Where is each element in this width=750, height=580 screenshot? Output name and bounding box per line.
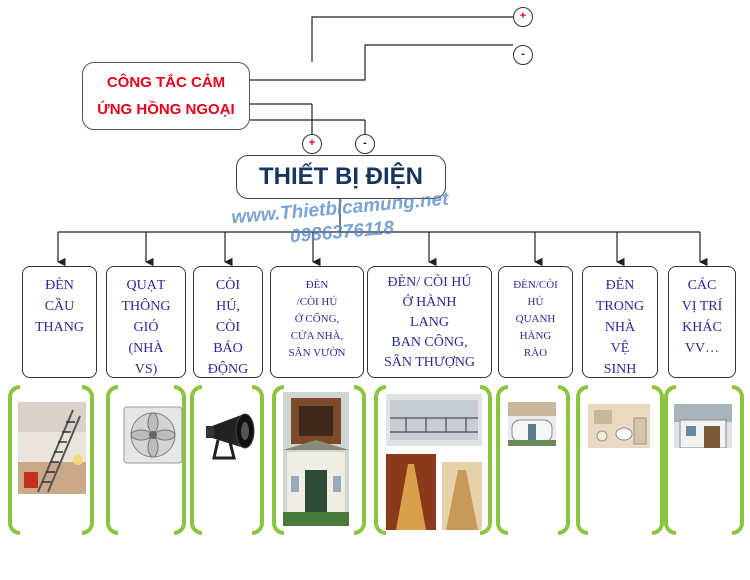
bracket-right-5: [480, 385, 492, 535]
category-other-locations: CÁC VỊ TRÍ KHÁC VV…: [668, 266, 736, 378]
device-plus-terminal: +: [302, 134, 322, 154]
bracket-left-4: [272, 385, 284, 535]
category-bathroom: ĐÈN TRONG NHÀ VỆ SINH: [582, 266, 658, 378]
bracket-left-7: [576, 385, 588, 535]
electrical-device-box: THIẾT BỊ ĐIỆN: [236, 155, 446, 199]
staircase-photo: [18, 402, 86, 494]
bracket-right-3: [252, 385, 264, 535]
category-gate-garden: ĐÈN /CÒI HÚ Ở CỔNG, CỬA NHÀ, SÂN VƯỜN: [270, 266, 364, 378]
bracket-left-8: [664, 385, 676, 535]
category-corridor-balcony: ĐÈN/ CÒI HÚ Ở HÀNH LANG BAN CÔNG, SÂN TH…: [367, 266, 492, 378]
wire-sensor-plus: [311, 16, 513, 62]
ventilation-fan-photo: [123, 406, 183, 464]
bracket-right-6: [558, 385, 570, 535]
bracket-right-4: [354, 385, 366, 535]
top-minus-terminal: -: [513, 45, 533, 65]
bracket-left-3: [190, 385, 202, 535]
wire-sensor-minus: [250, 44, 513, 81]
bathroom-photo: [588, 404, 650, 448]
corridor-balcony-photo: [386, 394, 482, 530]
bracket-right-2: [174, 385, 186, 535]
bracket-left-6: [496, 385, 508, 535]
fence-photo: [508, 402, 556, 446]
bracket-left-5: [374, 385, 386, 535]
category-ventilation-fan: QUẠT THÔNG GIÓ (NHÀ VS): [106, 266, 186, 378]
sensor-label-line1: CÔNG TẮC CẢM: [106, 74, 226, 91]
device-label: THIẾT BỊ ĐIỆN: [258, 163, 423, 190]
other-location-photo: [674, 404, 732, 448]
bracket-right-7: [652, 385, 664, 535]
bracket-left-2: [106, 385, 118, 535]
sensor-label-line2: ỨNG HỒNG NGOẠI: [97, 101, 235, 118]
siren-horn-photo: [206, 413, 255, 460]
infrared-sensor-switch-box: CÔNG TẮC CẢM ỨNG HỒNG NGOẠI: [82, 62, 250, 130]
bracket-left-1: [8, 385, 20, 535]
category-fence: ĐÈN/CÒI HÚ QUANH HÀNG RÀO: [498, 266, 573, 378]
category-siren-alarm: CÒI HÚ, CÒI BÁO ĐỘNG: [193, 266, 263, 378]
category-stair-lights: ĐÈN CẦU THANG: [22, 266, 97, 378]
bracket-right-8: [732, 385, 744, 535]
bracket-right-1: [82, 385, 94, 535]
device-minus-terminal: -: [355, 134, 375, 154]
house-gate-photo: [283, 392, 349, 526]
top-plus-terminal: +: [513, 7, 533, 27]
